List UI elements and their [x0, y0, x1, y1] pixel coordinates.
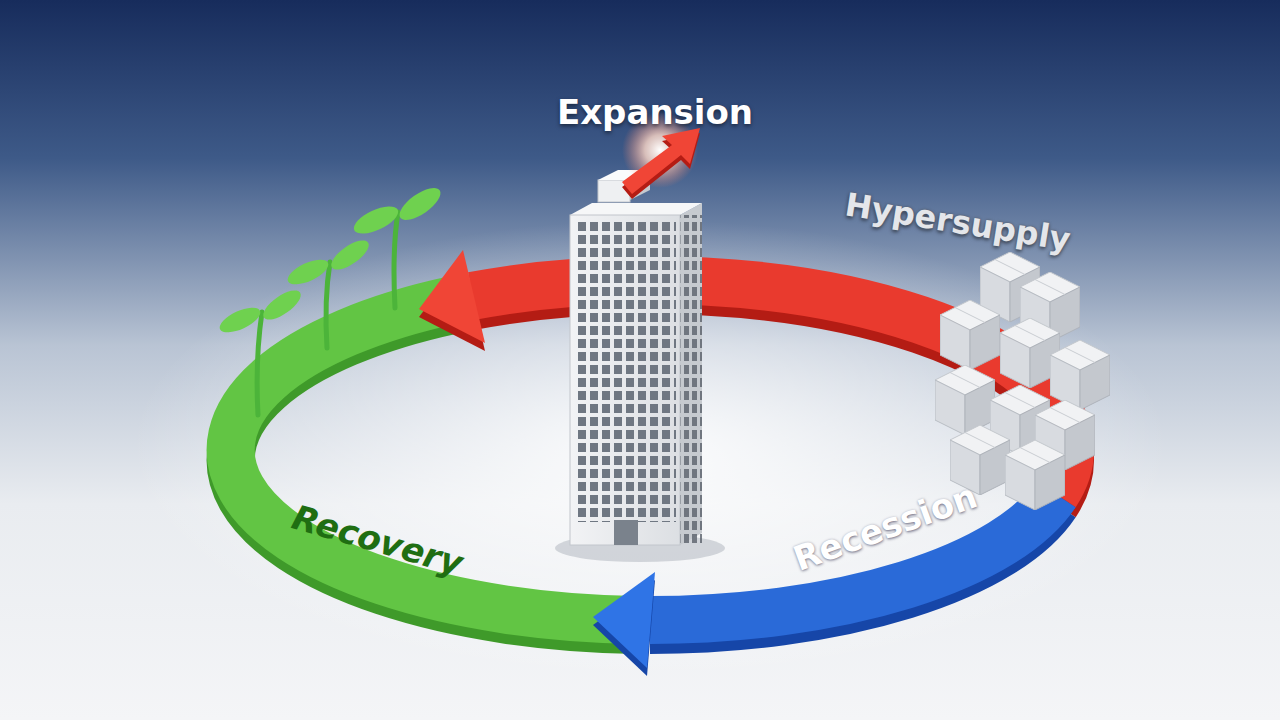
phase-label: Expansion	[557, 92, 753, 132]
